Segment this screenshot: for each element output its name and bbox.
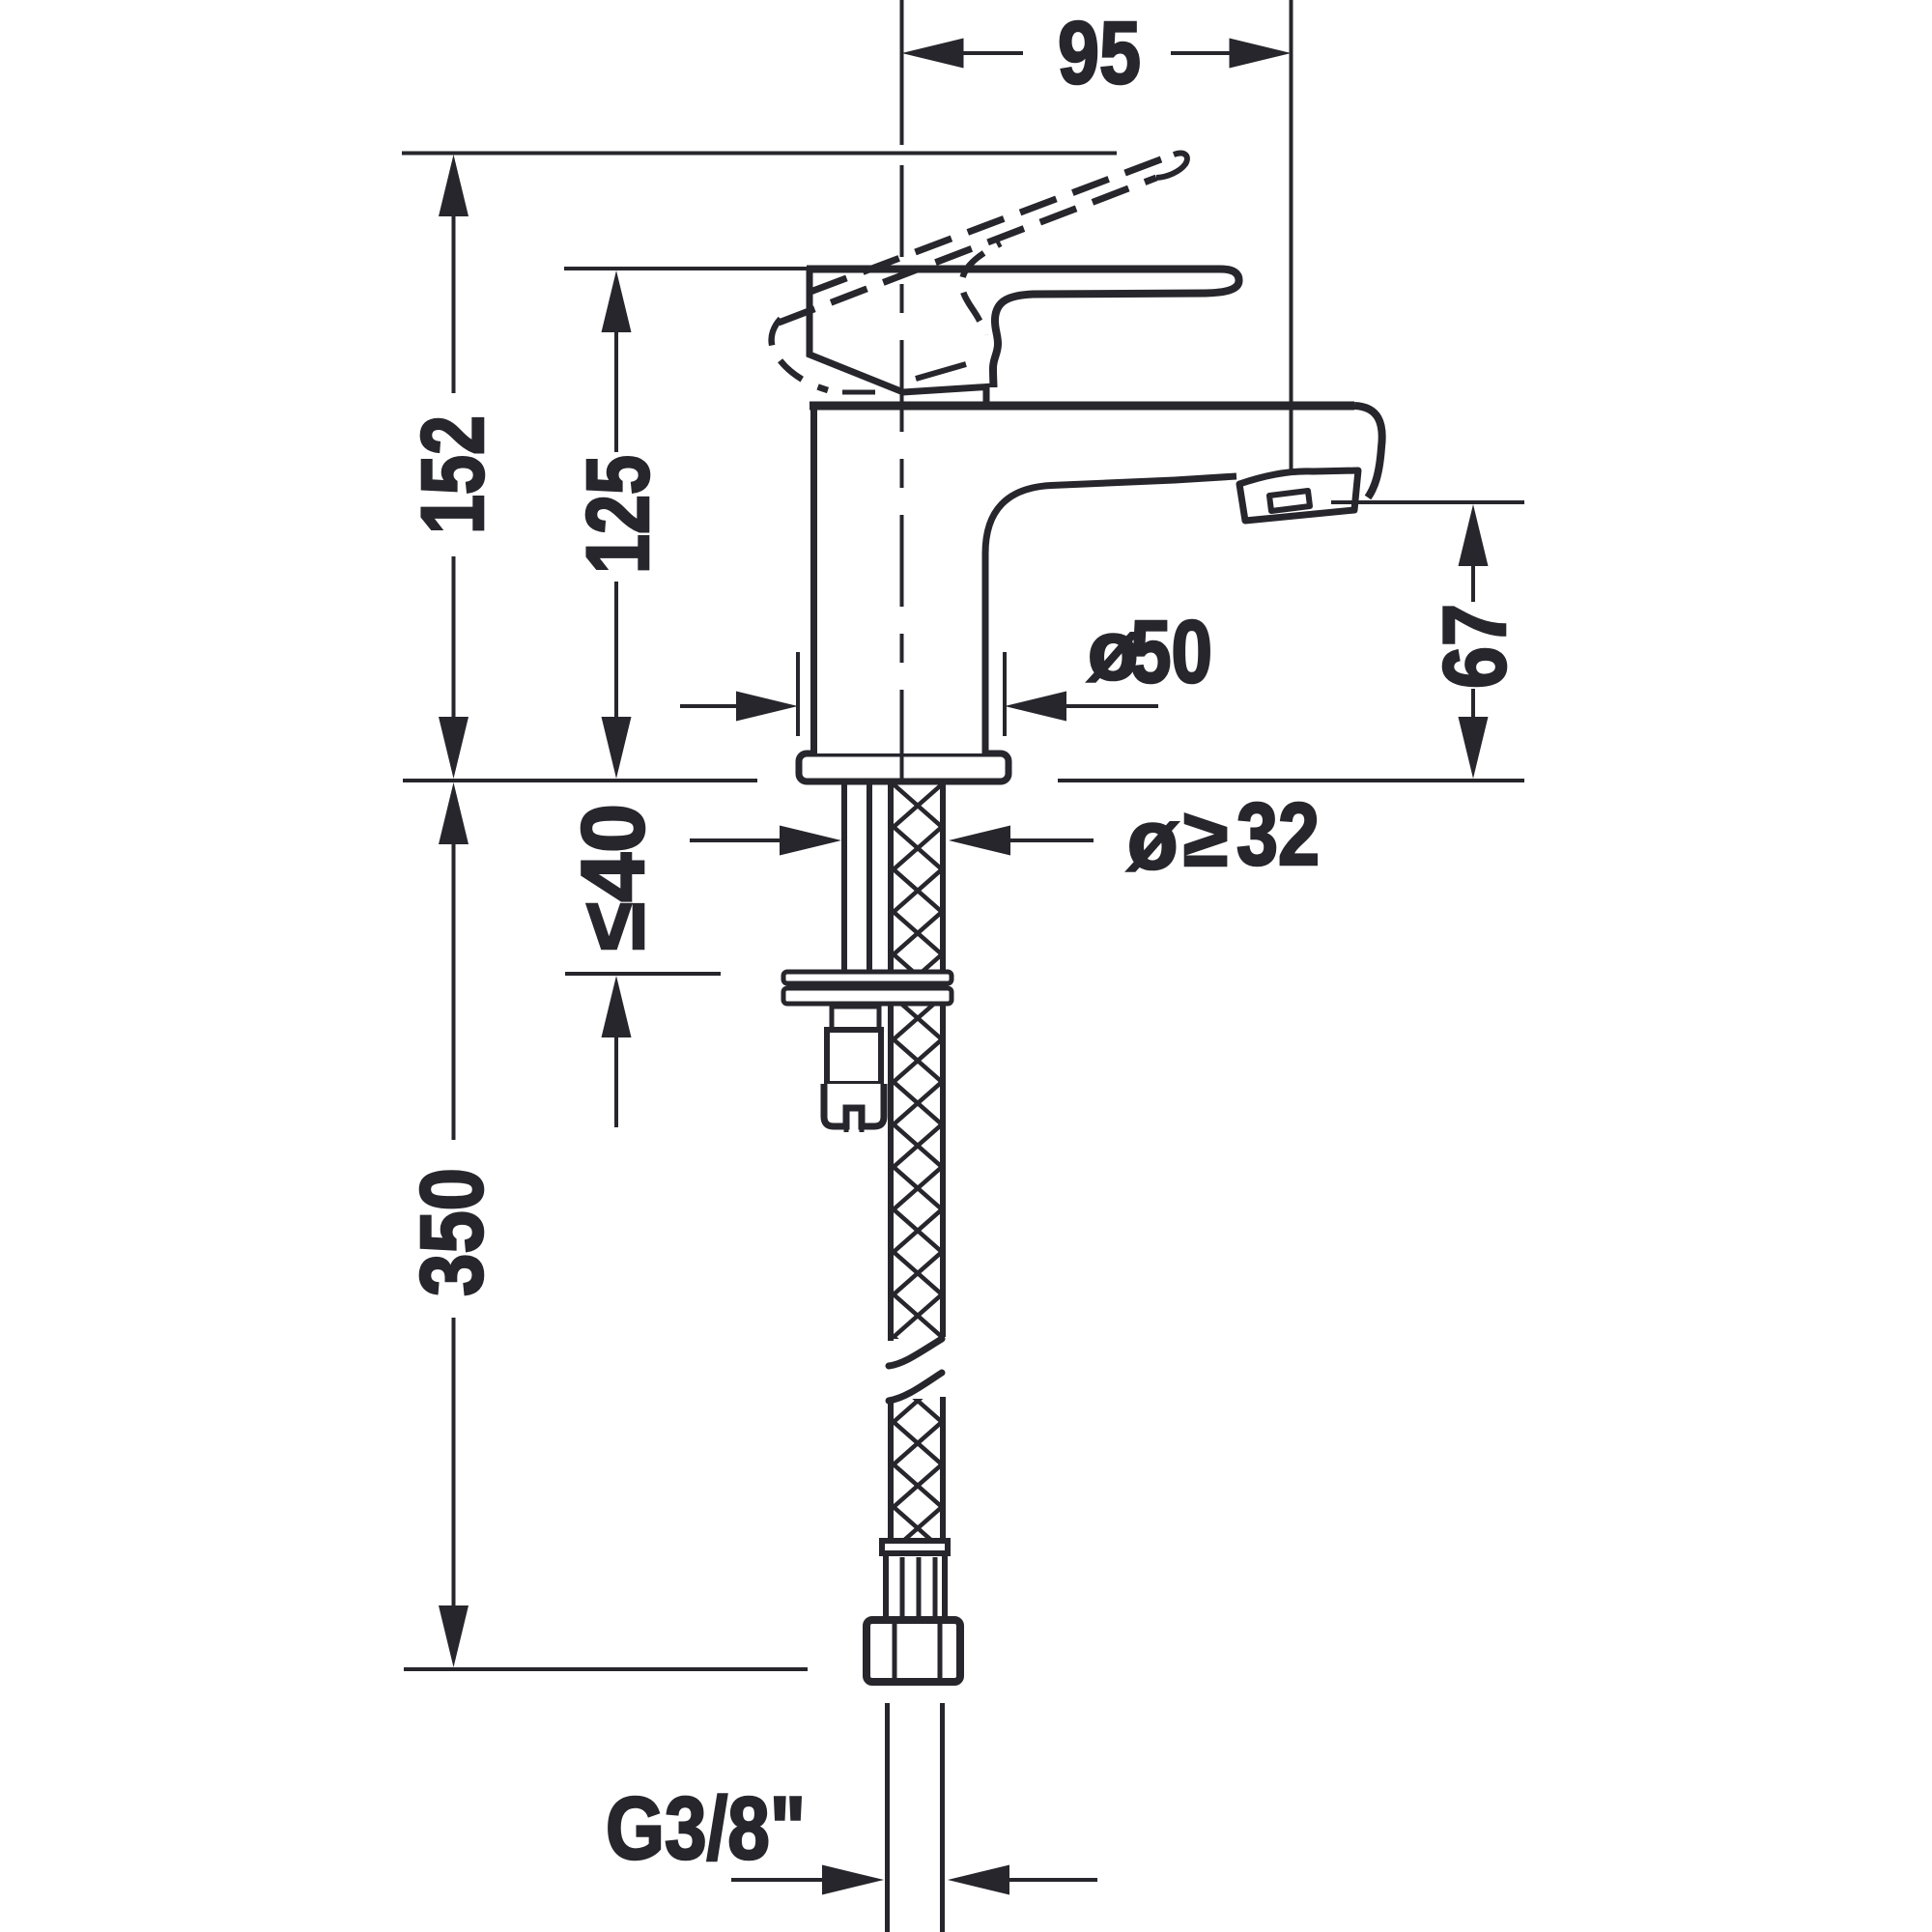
svg-text:125: 125 xyxy=(569,455,668,574)
svg-text:ø: ø xyxy=(1127,794,1179,887)
svg-text:50: 50 xyxy=(1130,603,1212,701)
svg-text:350: 350 xyxy=(403,1168,501,1296)
svg-text:152: 152 xyxy=(404,415,502,534)
svg-text:32: 32 xyxy=(1236,785,1320,884)
svg-text:≥: ≥ xyxy=(1183,792,1228,883)
svg-text:ø: ø xyxy=(1088,605,1139,697)
svg-text:≤40: ≤40 xyxy=(564,804,663,951)
svg-text:95: 95 xyxy=(1058,4,1141,102)
svg-text:G3/8": G3/8" xyxy=(606,1779,806,1878)
svg-text:67: 67 xyxy=(1426,604,1524,689)
